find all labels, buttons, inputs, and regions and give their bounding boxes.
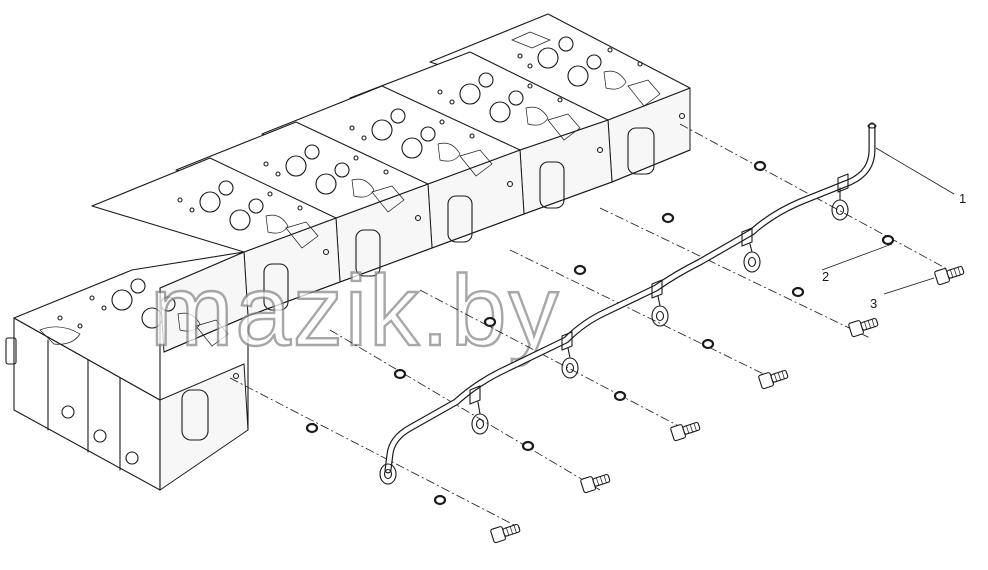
cylinder-head-6: [429, 13, 691, 183]
watermark-text: mazik.by: [150, 255, 561, 367]
sealing-washers: [305, 160, 895, 506]
callout-3: 3: [870, 296, 877, 311]
fuel-return-tube: [379, 122, 877, 485]
cylinder-heads: [5, 13, 691, 491]
callout-leaders: [821, 147, 955, 295]
cylinder-head-5: [349, 51, 613, 215]
assembly-centerlines: [229, 123, 961, 529]
banjo-bolts: [490, 265, 965, 544]
cylinder-head-1: [5, 251, 249, 491]
cylinder-head-2: [91, 157, 341, 317]
callout-2: 2: [822, 269, 829, 284]
callout-1: 1: [959, 191, 966, 206]
